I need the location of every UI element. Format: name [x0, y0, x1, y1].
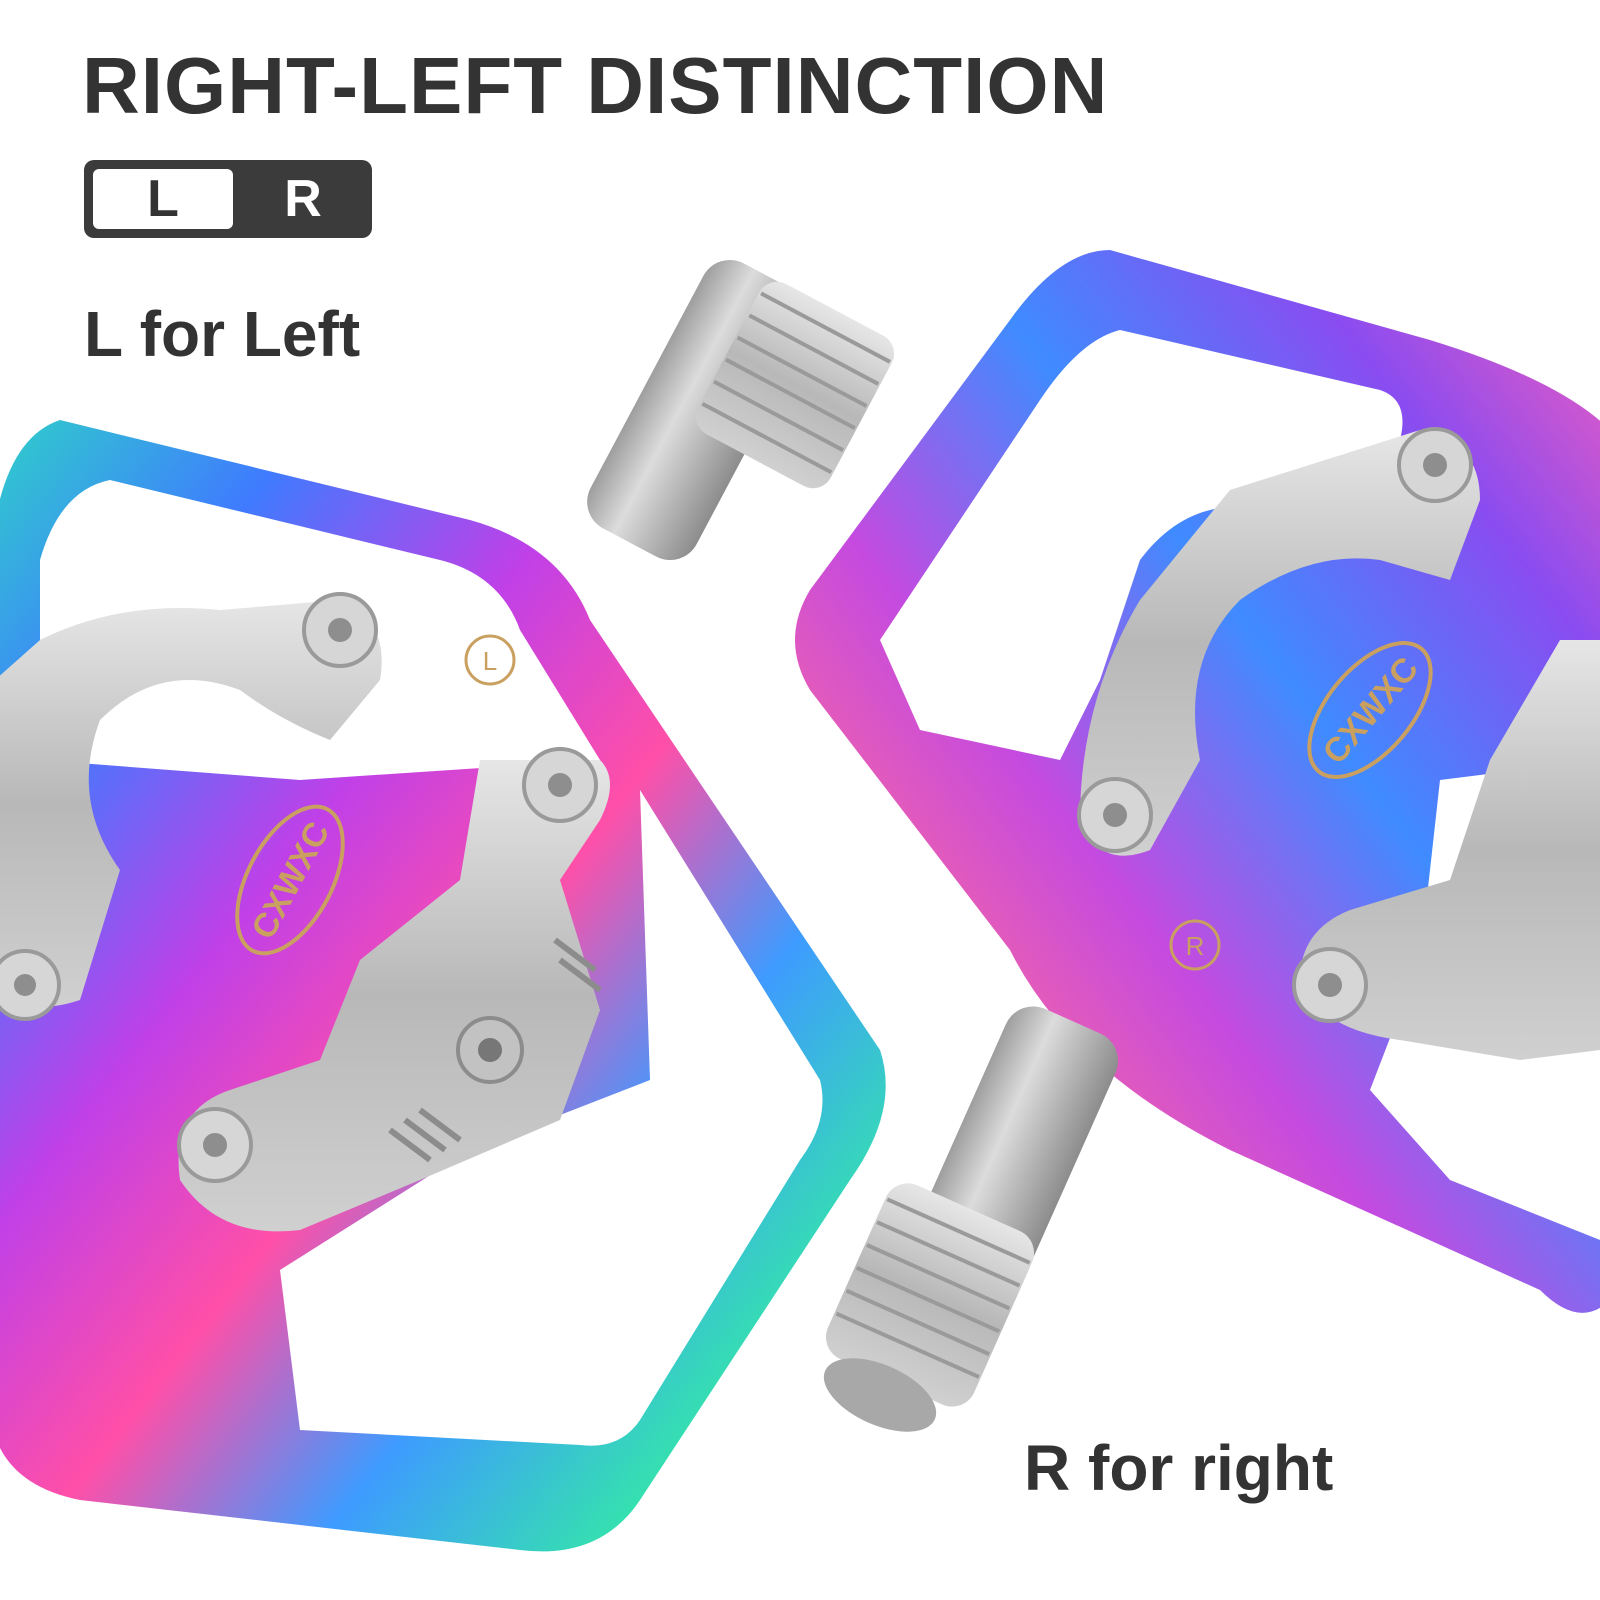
caption-right: R for right — [1024, 1432, 1334, 1504]
headline: RIGHT-LEFT DISTINCTION — [82, 41, 1109, 130]
left-spindle — [587, 259, 895, 561]
right-mark: R — [1186, 931, 1205, 961]
lr-badge: L R — [84, 160, 372, 238]
left-mark: L — [483, 646, 497, 676]
right-pedal: CXWXC R — [795, 250, 1600, 1313]
left-pedal: CXWXC L — [0, 420, 886, 1552]
caption-left: L for Left — [84, 298, 361, 370]
badge-right-letter: R — [284, 170, 322, 228]
badge-left-letter: L — [93, 169, 233, 229]
right-spindle — [823, 1006, 1119, 1432]
